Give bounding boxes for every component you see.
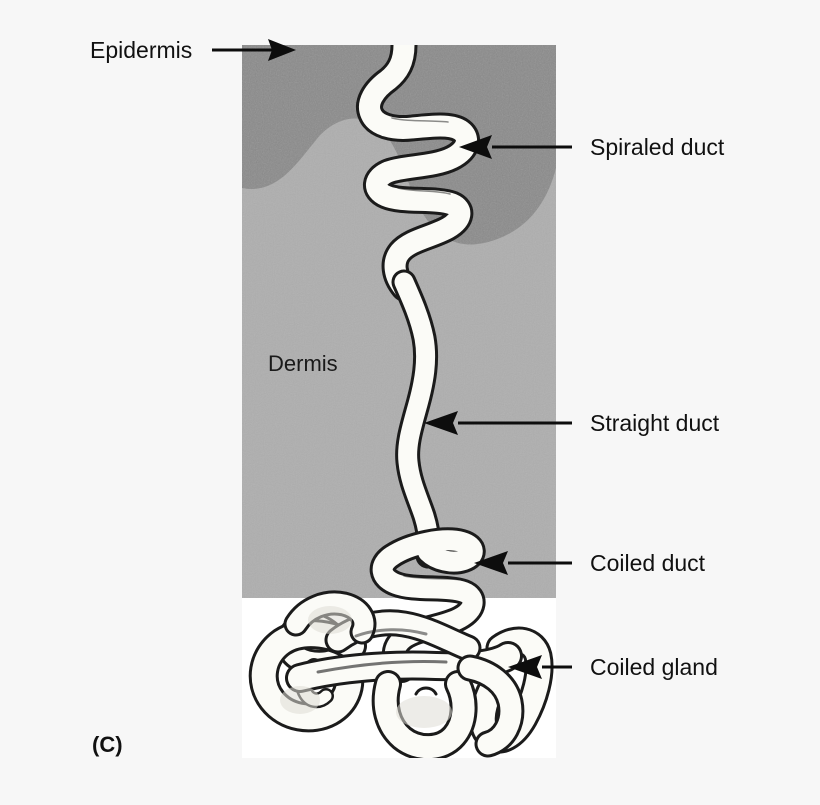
arrow-head-coiled-duct (474, 551, 508, 575)
callout-spiraled-duct: Spiraled duct (459, 134, 725, 160)
coiled-gland-structure (248, 590, 554, 758)
callout-label-spiraled-duct: Spiraled duct (590, 134, 725, 160)
callout-coiled-duct: Coiled duct (474, 550, 706, 576)
epidermis-layer (242, 45, 556, 245)
panel-letter: (C) (92, 732, 123, 757)
dermis-inner-label: Dermis (268, 351, 338, 376)
callout-epidermis: Epidermis (90, 37, 296, 63)
arrow-head-straight-duct (424, 411, 458, 435)
callout-label-coiled-gland: Coiled gland (590, 654, 718, 680)
arrow-head-spiraled-duct (459, 135, 492, 159)
callout-label-epidermis: Epidermis (90, 37, 192, 63)
illustration-panel (242, 45, 556, 758)
callout-coiled-gland: Coiled gland (508, 654, 718, 680)
arrow-head-epidermis (268, 39, 296, 61)
straight-duct-structure (391, 269, 442, 569)
arrow-head-coiled-gland (508, 655, 542, 679)
callout-label-straight-duct: Straight duct (590, 410, 720, 436)
spiraled-duct-structure (356, 45, 480, 302)
callout-label-coiled-duct: Coiled duct (590, 550, 706, 576)
callout-straight-duct: Straight duct (424, 410, 720, 436)
